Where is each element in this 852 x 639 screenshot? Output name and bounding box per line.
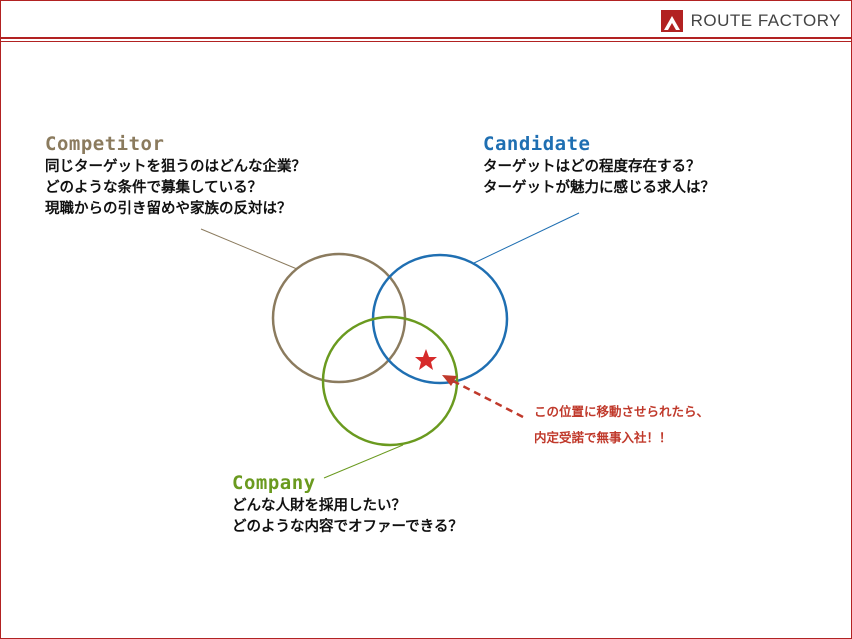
candidate-line-2: ターゲットが魅力に感じる求人は？ xyxy=(483,180,715,196)
competitor-line-1: 同じターゲットを狙うのはどんな企業？ xyxy=(45,159,306,175)
brand-name-light: FACTORY xyxy=(757,11,841,30)
competitor-connector xyxy=(200,228,298,270)
callout-arrow-line xyxy=(452,379,524,419)
brand-name-bold: ROUTE xyxy=(690,11,753,30)
competitor-line-3: 現職からの引き留めや家族の反対は？ xyxy=(45,201,292,217)
callout-line-2: 内定受諾で無事入社！！ xyxy=(534,430,672,445)
competitor-title: Competitor xyxy=(45,133,165,155)
candidate-connector xyxy=(473,212,580,264)
company-circle xyxy=(321,315,459,447)
header-rule-thick xyxy=(1,37,851,39)
company-title: Company xyxy=(232,472,316,494)
candidate-block: Candidate ターゲットはどの程度存在する？ ターゲットが魅力に感じる求人… xyxy=(483,133,715,199)
callout-line-1: この位置に移動させられたら、 xyxy=(534,404,710,419)
candidate-circle xyxy=(371,253,509,385)
candidate-title: Candidate xyxy=(483,133,591,155)
competitor-block: Competitor 同じターゲットを狙うのはどんな企業？ どのような条件で募集… xyxy=(45,133,306,220)
house-logo-icon xyxy=(660,10,683,32)
competitor-line-2: どのような条件で募集している？ xyxy=(45,180,263,196)
brand-name: ROUTE FACTORY xyxy=(691,11,841,31)
callout-arrow-head xyxy=(442,375,457,386)
brand-logo: ROUTE FACTORY xyxy=(660,9,841,33)
company-connector xyxy=(323,444,404,479)
company-line-2: どのような内容でオファーできる？ xyxy=(232,519,463,535)
candidate-line-1: ターゲットはどの程度存在する？ xyxy=(483,159,701,175)
star-icon xyxy=(415,349,437,370)
company-line-1: どんな人財を採用したい？ xyxy=(232,498,406,514)
header-rule-thin xyxy=(1,41,851,42)
company-block: Company どんな人財を採用したい？ どのような内容でオファーできる？ xyxy=(232,472,463,538)
